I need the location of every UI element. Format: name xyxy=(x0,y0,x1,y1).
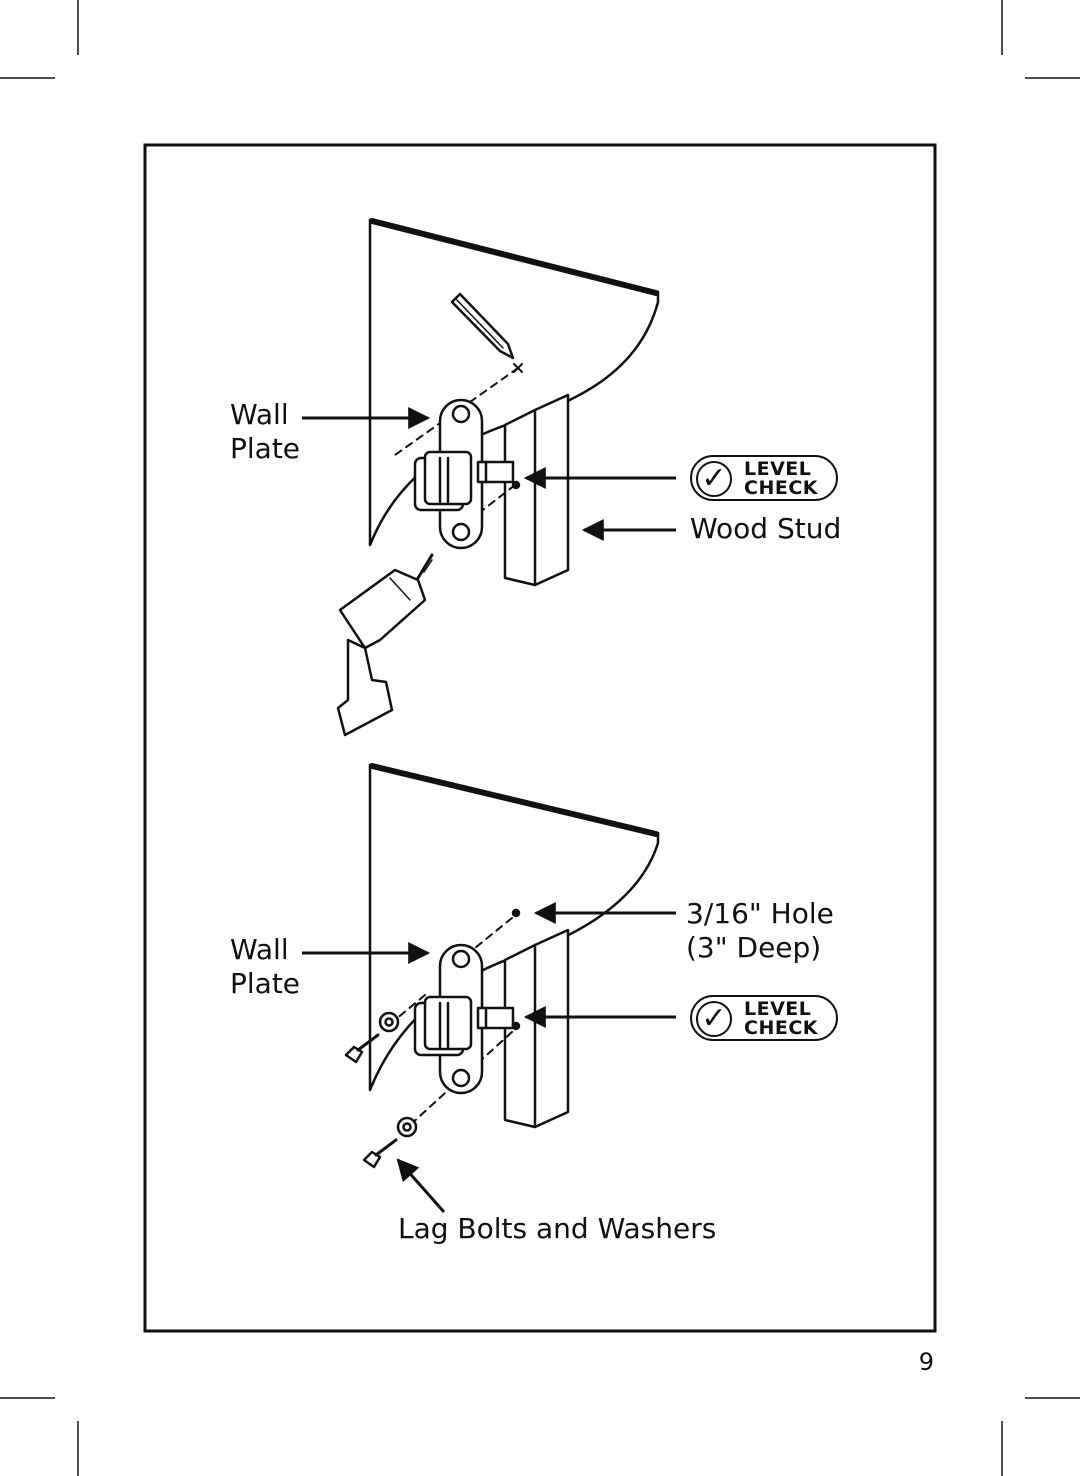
figure-1-drawing xyxy=(336,218,660,737)
washer-icon-2 xyxy=(396,1116,418,1138)
level-check-badge-1: ✓ LEVEL CHECK xyxy=(690,455,838,501)
check-icon: ✓ xyxy=(696,461,732,497)
check-icon: ✓ xyxy=(696,1001,732,1037)
lag-bolt-icon-2 xyxy=(362,1138,398,1169)
page-frame xyxy=(143,143,937,1333)
level-check-badge-2: ✓ LEVEL CHECK xyxy=(690,995,838,1041)
lag-bolts-label: Lag Bolts and Washers xyxy=(398,1212,717,1245)
wood-stud-label: Wood Stud xyxy=(690,512,842,545)
hole-label: 3/16" Hole (3" Deep) xyxy=(686,897,834,964)
level-check-line2: CHECK xyxy=(744,1017,818,1039)
arrow-lag-bolts xyxy=(396,1158,446,1213)
level-check-line1: LEVEL xyxy=(744,998,812,1020)
level-check-line1: LEVEL xyxy=(744,458,812,480)
figure-2-leaders xyxy=(302,902,676,1213)
pencil-icon xyxy=(450,292,515,360)
figure-1-leaders xyxy=(302,407,676,541)
lag-bolt-icon-1 xyxy=(344,1033,380,1064)
page-number: 9 xyxy=(918,1348,934,1376)
drill-icon xyxy=(336,553,434,737)
wall-plate-1 xyxy=(413,398,521,550)
level-check-line2: CHECK xyxy=(744,477,818,499)
wood-stud-1 xyxy=(503,393,570,587)
wall-plate-2 xyxy=(413,943,521,1095)
washer-icon-1 xyxy=(378,1011,400,1033)
figure-2-drawing xyxy=(344,763,660,1169)
wall-plate-label-2: Wall Plate xyxy=(230,933,301,1000)
wall-plate-label-1: Wall Plate xyxy=(230,398,301,465)
